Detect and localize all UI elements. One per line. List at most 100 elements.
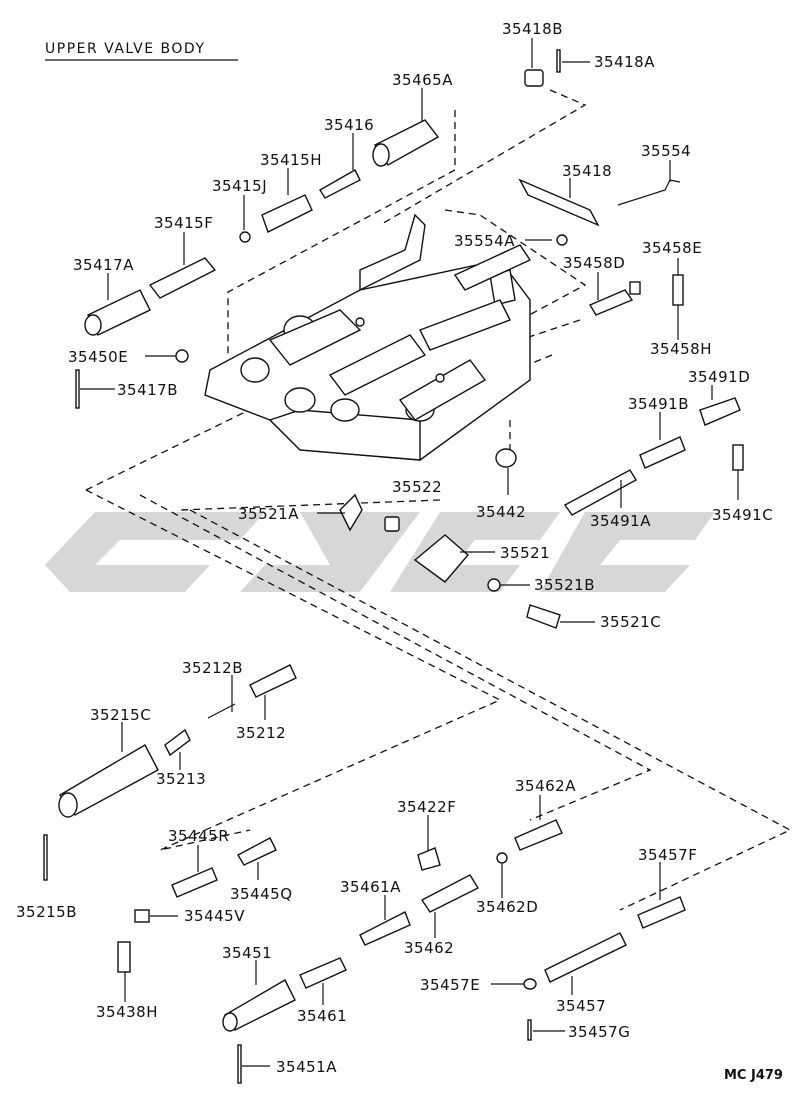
part-35416: [319, 169, 361, 199]
part-35445V: [134, 909, 150, 923]
label-35445R: 35445R: [168, 827, 229, 845]
label-35457: 35457: [556, 997, 606, 1015]
part-35554A: [556, 234, 568, 246]
label-35491C: 35491C: [712, 506, 773, 524]
label-35457F: 35457F: [638, 846, 697, 864]
label-35461: 35461: [297, 1007, 347, 1025]
label-35521B: 35521B: [534, 576, 595, 594]
label-35215B: 35215B: [16, 903, 77, 921]
label-35457G: 35457G: [568, 1023, 630, 1041]
part-35418B: [524, 69, 544, 87]
leader-lines: [80, 38, 739, 1067]
label-35462: 35462: [404, 939, 454, 957]
diagram-code: MC J479: [724, 1068, 783, 1083]
part-35418: [518, 178, 600, 227]
part-35554: [617, 179, 681, 206]
label-35458E: 35458E: [642, 239, 702, 257]
part-35212B: [207, 703, 236, 719]
part-35415F: [148, 257, 217, 299]
label-35554A: 35554A: [454, 232, 515, 250]
part-35491B: [639, 436, 686, 469]
label-35458D: 35458D: [563, 254, 625, 272]
label-35415J: 35415J: [212, 177, 267, 195]
part-35461A: [359, 911, 411, 946]
label-35491A: 35491A: [590, 512, 651, 530]
part-35417B: [75, 369, 80, 409]
part-35417A: [84, 289, 151, 336]
part-35491D: [699, 397, 741, 426]
label-35462A: 35462A: [515, 777, 576, 795]
part-35458H: [672, 274, 684, 306]
label-35415F: 35415F: [154, 214, 213, 232]
part-35442: [495, 448, 517, 468]
part-35462: [420, 874, 479, 913]
label-35438H: 35438H: [96, 1003, 158, 1021]
part-35212: [249, 664, 297, 698]
label-35422F: 35422F: [397, 798, 456, 816]
part-35415H: [239, 231, 251, 243]
part-35457F: [637, 896, 686, 929]
part-35461: [299, 957, 347, 989]
label-35522: 35522: [392, 478, 442, 496]
label-35451: 35451: [222, 944, 272, 962]
label-35418: 35418: [562, 162, 612, 180]
part-35462A: [514, 819, 563, 851]
part-35451: [222, 979, 296, 1032]
part-35521B: [487, 578, 501, 592]
label-35554: 35554: [641, 142, 691, 160]
dashed-guides: [85, 89, 792, 911]
part-35521: [413, 534, 469, 583]
label-35442: 35442: [476, 503, 526, 521]
label-35521A: 35521A: [238, 505, 299, 523]
part-35445R: [171, 867, 218, 898]
part-35451A: [237, 1044, 242, 1084]
part-35215C: [58, 744, 159, 818]
part-35457E: [523, 978, 537, 990]
part-35457: [544, 932, 627, 983]
part-35491A: [563, 469, 637, 516]
part-35415J: [261, 194, 313, 233]
part-35521C: [526, 604, 561, 629]
part-35422F: [417, 847, 441, 871]
label-35450E: 35450E: [68, 348, 128, 366]
part-35213: [164, 728, 191, 757]
label-35445V: 35445V: [184, 907, 245, 925]
label-35213: 35213: [156, 770, 206, 788]
label-35415H: 35415H: [260, 151, 322, 169]
diagram-title: UPPER VALVE BODY: [45, 41, 206, 57]
label-35521: 35521: [500, 544, 550, 562]
part-35215B: [43, 834, 48, 881]
label-35458H: 35458H: [650, 340, 712, 358]
label-35417B: 35417B: [117, 381, 178, 399]
part-35458E: [629, 281, 641, 295]
part-labels: 35418B 35418A 35465A 35416 35554 35415H …: [16, 20, 773, 1076]
label-35445Q: 35445Q: [230, 885, 293, 903]
label-35457E: 35457E: [420, 976, 480, 994]
upper-valve-body: [204, 213, 532, 461]
part-35491C: [732, 444, 744, 471]
label-35521C: 35521C: [600, 613, 661, 631]
part-35450E: [175, 349, 189, 363]
label-35462D: 35462D: [476, 898, 538, 916]
part-35458D: [588, 289, 634, 316]
part-35418A: [556, 49, 561, 73]
part-35457G: [527, 1019, 532, 1041]
label-35491B: 35491B: [628, 395, 689, 413]
part-35445Q: [237, 837, 277, 866]
label-35461A: 35461A: [340, 878, 401, 896]
label-35451A: 35451A: [276, 1058, 337, 1076]
part-35522: [384, 516, 400, 532]
label-35417A: 35417A: [73, 256, 134, 274]
label-35465A: 35465A: [392, 71, 453, 89]
label-35418A: 35418A: [594, 53, 655, 71]
label-35215C: 35215C: [90, 706, 151, 724]
label-35416: 35416: [324, 116, 374, 134]
part-35465A: [372, 119, 440, 167]
label-35212: 35212: [236, 724, 286, 742]
part-35521A: [339, 493, 363, 532]
label-35418B: 35418B: [502, 20, 563, 38]
part-35438H: [117, 941, 131, 973]
label-35212B: 35212B: [182, 659, 243, 677]
label-35491D: 35491D: [688, 368, 750, 386]
